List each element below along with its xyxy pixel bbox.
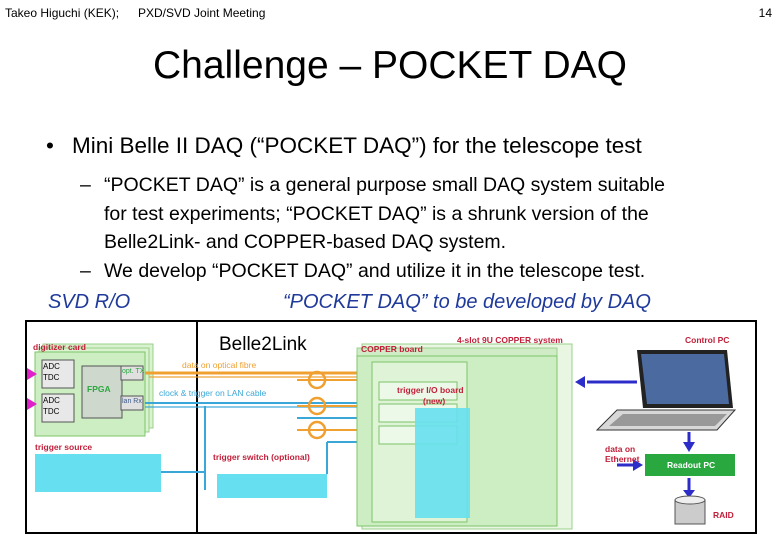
label-tdc2: TDC: [43, 407, 60, 416]
daq-diagram: [27, 322, 737, 532]
header-author: Takeo Higuchi (KEK);: [5, 6, 120, 20]
label-tdc1: TDC: [43, 373, 60, 382]
label-adc1: ADC: [43, 362, 60, 371]
bullet-text: Mini Belle II DAQ (“POCKET DAQ”) for the…: [72, 133, 642, 158]
header-meeting: PXD/SVD Joint Meeting: [138, 6, 266, 20]
label-trigger-io: trigger I/O board: [397, 385, 464, 395]
bullet-dot: •: [46, 133, 54, 158]
page-title: Challenge – POCKET DAQ: [153, 44, 627, 87]
sub1-line1: “POCKET DAQ” is a general purpose small …: [104, 174, 666, 196]
label-belle2link: Belle2Link: [219, 334, 307, 355]
label-fpga: FPGA: [87, 384, 111, 394]
label-data-on: data on: [605, 444, 636, 454]
sub-bullet-2: –We develop “POCKET DAQ” and utilize it …: [80, 257, 645, 286]
label-trigger-source: trigger source: [35, 442, 93, 452]
main-bullet: • Mini Belle II DAQ (“POCKET DAQ”) for th…: [46, 133, 642, 159]
sub1-line2: for test experiments; “POCKET DAQ” is a …: [104, 202, 649, 225]
dash-marker: –: [80, 260, 91, 282]
dash-marker: –: [80, 174, 91, 196]
diagram-frame: digitizer card ADC TDC ADC TDC FPGA opt.…: [25, 320, 757, 534]
sub-bullet-1: –“POCKET DAQ” is a general purpose small…: [80, 171, 665, 257]
label-control-pc: Control PC: [685, 335, 730, 345]
label-digitizer-card: digitizer card: [33, 342, 86, 352]
label-adc2: ADC: [43, 396, 60, 405]
label-readout-pc: Readout PC: [667, 460, 716, 470]
label-ethernet: Ethernet: [605, 454, 640, 464]
page-number: 14: [758, 6, 772, 20]
label-opt-tx: opt. TX: [122, 368, 145, 375]
label-trigger-switch: trigger switch (optional): [213, 452, 310, 462]
sub1-line3: Belle2Link- and COPPER-based DAQ system.: [104, 231, 507, 253]
label-raid: RAID: [713, 510, 734, 520]
label-clock-trigger: clock & trigger on LAN cable: [159, 388, 267, 398]
label-copper-system: 4-slot 9U COPPER system: [457, 335, 563, 345]
label-copper-board: COPPER board: [361, 344, 423, 354]
label-svd-ro: SVD R/O: [48, 291, 131, 313]
sub2-text: We develop “POCKET DAQ” and utilize it i…: [104, 260, 646, 282]
label-data-optical: data on optical fibre: [182, 360, 257, 370]
label-pocket-daq: “POCKET DAQ” to be developed by DAQ: [283, 291, 651, 313]
label-trigger-io-new: (new): [423, 396, 446, 406]
label-lan-rx: lan Rx: [122, 398, 142, 405]
